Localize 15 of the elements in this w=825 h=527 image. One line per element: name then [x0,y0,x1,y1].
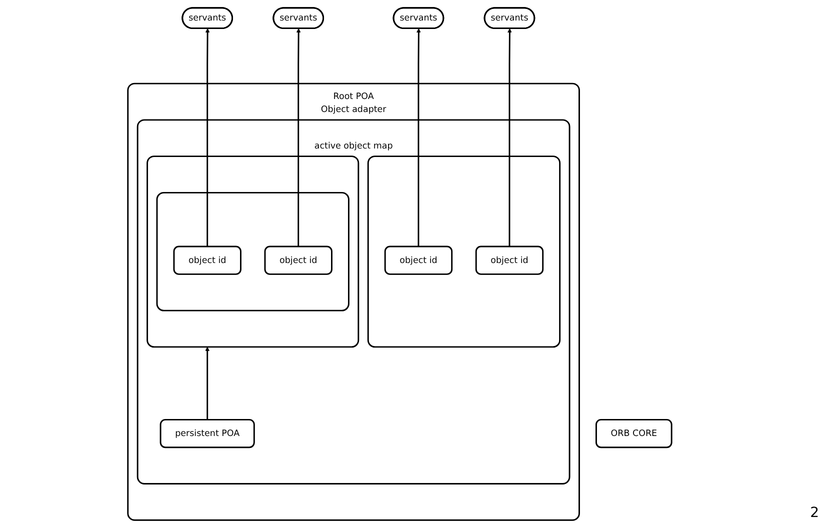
page-number: 2 [810,505,819,521]
cluster [368,155,561,348]
cluster [146,155,360,348]
node-box: persistent POA [160,418,256,448]
node-box: ORB CORE [596,418,673,448]
node-box: object id [476,245,544,274]
arrow [416,28,422,246]
node-box: object id [174,245,242,274]
cluster [156,191,350,311]
arrow [508,28,512,246]
arrow [206,28,210,246]
node-box: object id [264,245,333,274]
arrow [205,346,210,420]
node-box: object id [384,245,453,274]
arrow [296,28,301,246]
